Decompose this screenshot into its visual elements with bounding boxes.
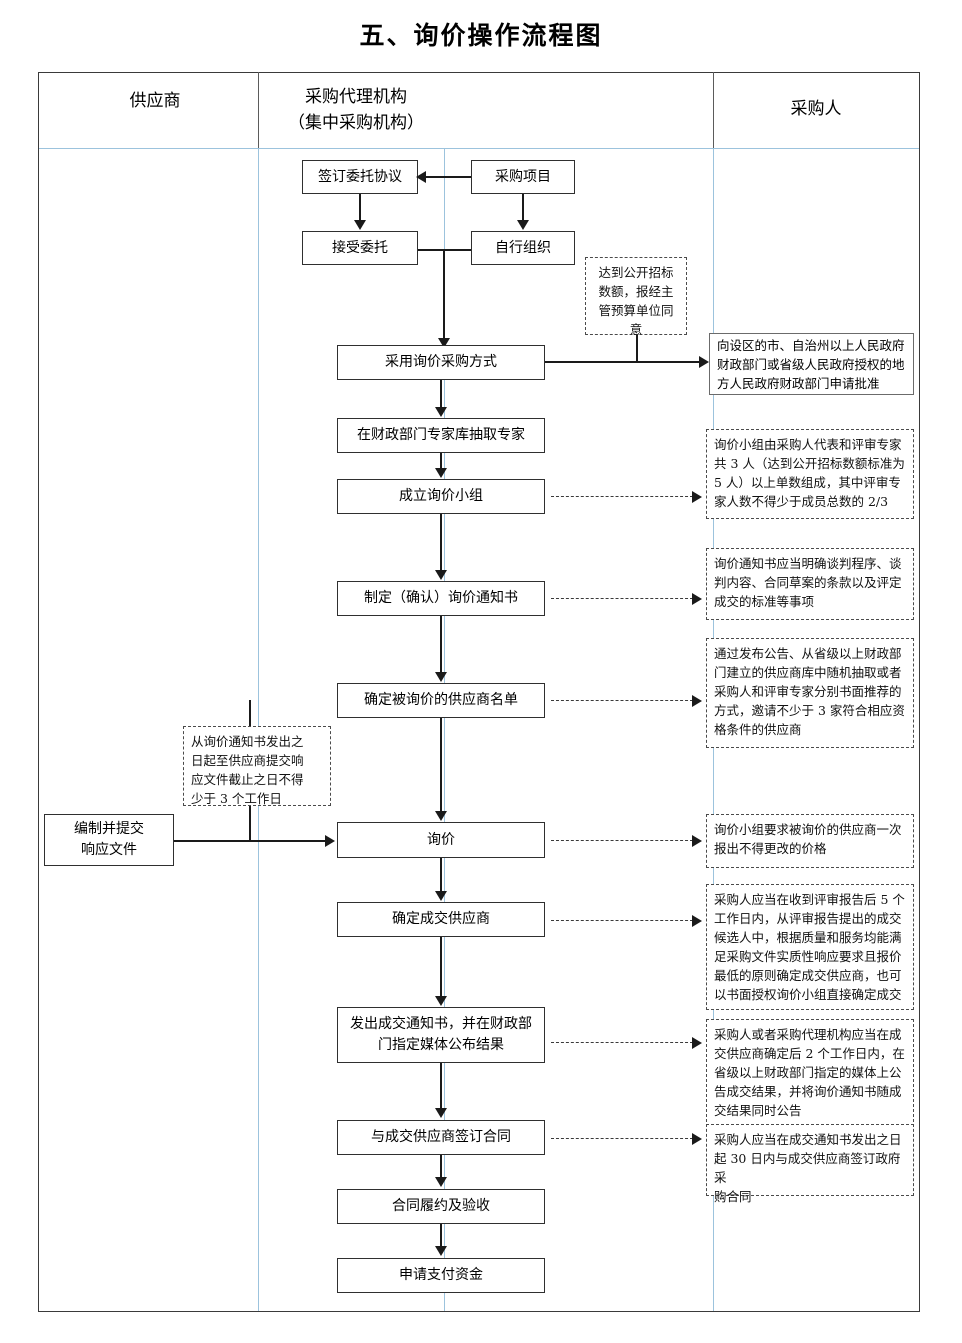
arrow-join-down (438, 338, 450, 348)
node-perform-accept[interactable]: 合同履约及验收 (337, 1189, 545, 1224)
connector-winner-to-note (551, 920, 693, 921)
note-public-bid-amount: 达到公开招标 数额，报经主 管预算单位同 意 (585, 257, 687, 337)
arrow-issue-to-note (692, 1037, 702, 1049)
note-contract-deadline: 采购人应当在成交通知书发出之日 起 30 日内与成交供应商签订政府采 购合同 (706, 1124, 914, 1204)
connector-project-to-entrust (424, 176, 471, 178)
arrow-issue-to-contract (435, 1108, 447, 1118)
connector-response-to-inquiry (174, 840, 326, 842)
arrow-project-to-entrust (416, 171, 426, 183)
arrow-accept-to-payment (435, 1246, 447, 1256)
connector-suppliers-to-deadline-note (249, 700, 251, 726)
arrow-project-down (517, 220, 529, 230)
arrow-notice-to-suppliers (435, 672, 447, 682)
connector-suppliers-to-note (551, 700, 693, 701)
note-one-time-price: 询价小组要求被询价的供应商一次 报出不得更改的价格 (706, 814, 914, 868)
column-header-supplier: 供应商 (129, 91, 181, 111)
node-make-notice[interactable]: 制定（确认）询价通知书 (337, 581, 545, 616)
connector-bid-note-down (636, 335, 638, 362)
note-group-composition: 询价小组由采购人代表和评审专家 共 3 人（达到公开招标数额标准为 5 人）以上… (706, 429, 914, 519)
page-title: 五、询价操作流程图 (359, 21, 603, 50)
connector-adopt-to-approval (545, 361, 701, 363)
connector-draw-to-group (440, 453, 442, 469)
arrow-group-to-note (692, 491, 702, 503)
node-form-group[interactable]: 成立询价小组 (337, 479, 545, 514)
arrow-inquiry-to-note (692, 835, 702, 847)
connector-group-to-notice (440, 514, 442, 571)
node-adopt-inquiry[interactable]: 采用询价采购方式 (337, 345, 545, 380)
node-issue-notice[interactable]: 发出成交通知书，并在财政部 门指定媒体公布结果 (337, 1007, 545, 1063)
connector-accept-to-payment (440, 1224, 442, 1247)
lane-line-center (444, 148, 445, 1311)
node-determine-winner[interactable]: 确定成交供应商 (337, 902, 545, 937)
arrow-suppliers-to-inquiry (435, 811, 447, 821)
node-inquiry[interactable]: 询价 (337, 822, 545, 858)
arrow-entrust-down (354, 220, 366, 230)
header-divider-1 (258, 72, 259, 149)
arrow-contract-to-note (692, 1133, 702, 1145)
arrow-group-to-notice (435, 570, 447, 580)
connector-group-to-note (551, 496, 693, 497)
connector-issue-to-contract (440, 1063, 442, 1109)
node-purchase-project[interactable]: 采购项目 (471, 160, 575, 194)
connector-contract-to-note (551, 1138, 693, 1139)
connector-join-down (443, 249, 445, 345)
arrow-draw-to-group (435, 468, 447, 478)
node-self-organize[interactable]: 自行组织 (471, 231, 575, 265)
arrow-response-to-inquiry (325, 835, 335, 847)
note-supplier-invitation: 通过发布公告、从省级以上财政部 门建立的供应商库中随机抽取或者 采购人和评审专家… (706, 638, 914, 748)
node-sign-contract[interactable]: 与成交供应商签订合同 (337, 1120, 545, 1155)
connector-notice-to-note (551, 598, 693, 599)
connector-notice-to-suppliers (440, 616, 442, 673)
connector-deadline-note-down (249, 804, 251, 840)
column-header-agency: 采购代理机构 （集中采购机构） (288, 87, 424, 133)
note-announce-result: 采购人或者采购代理机构应当在成 交供应商确定后 2 个工作日内，在 省级以上财政… (706, 1019, 914, 1127)
note-response-deadline: 从询价通知书发出之 日起至供应商提交响 应文件截止之日不得 少于 3 个工作日 (183, 726, 331, 806)
connector-inquiry-to-winner (440, 858, 442, 892)
column-header-purchaser: 采购人 (790, 99, 842, 119)
connector-contract-to-accept (440, 1155, 442, 1178)
node-draw-experts[interactable]: 在财政部门专家库抽取专家 (337, 418, 545, 453)
arrow-adopt-to-approval (699, 356, 709, 368)
header-divider-2 (713, 72, 714, 149)
connector-winner-to-issue (440, 937, 442, 997)
arrow-inquiry-to-winner (435, 891, 447, 901)
lane-separator-horizontal (39, 148, 919, 149)
node-determine-suppliers[interactable]: 确定被询价的供应商名单 (337, 683, 545, 718)
node-prepare-response[interactable]: 编制并提交 响应文件 (44, 814, 174, 866)
arrow-suppliers-to-note (692, 695, 702, 707)
connector-entrust-down (359, 194, 361, 221)
arrow-winner-to-issue (435, 996, 447, 1006)
note-apply-approval: 向设区的市、自治州以上人民政府 财政部门或省级人民政府授权的地 方人民政府财政部… (709, 333, 914, 395)
arrow-contract-to-accept (435, 1177, 447, 1187)
connector-suppliers-to-inquiry (440, 718, 442, 812)
node-accept-entrust[interactable]: 接受委托 (302, 231, 418, 265)
node-sign-entrust[interactable]: 签订委托协议 (302, 160, 418, 194)
arrow-notice-to-note (692, 593, 702, 605)
note-notice-content: 询价通知书应当明确谈判程序、谈 判内容、合同草案的条款以及评定 成交的标准等事项 (706, 548, 914, 620)
arrow-winner-to-note (692, 915, 702, 927)
connector-adopt-to-draw (440, 380, 442, 408)
note-winner-rule: 采购人应当在收到评审报告后 5 个 工作日内，从评审报告提出的成交 候选人中，根… (706, 884, 914, 1010)
connector-issue-to-note (551, 1042, 693, 1043)
connector-project-down (522, 194, 524, 221)
connector-inquiry-to-note (551, 840, 693, 841)
node-apply-payment[interactable]: 申请支付资金 (337, 1258, 545, 1293)
arrow-adopt-to-draw (435, 407, 447, 417)
